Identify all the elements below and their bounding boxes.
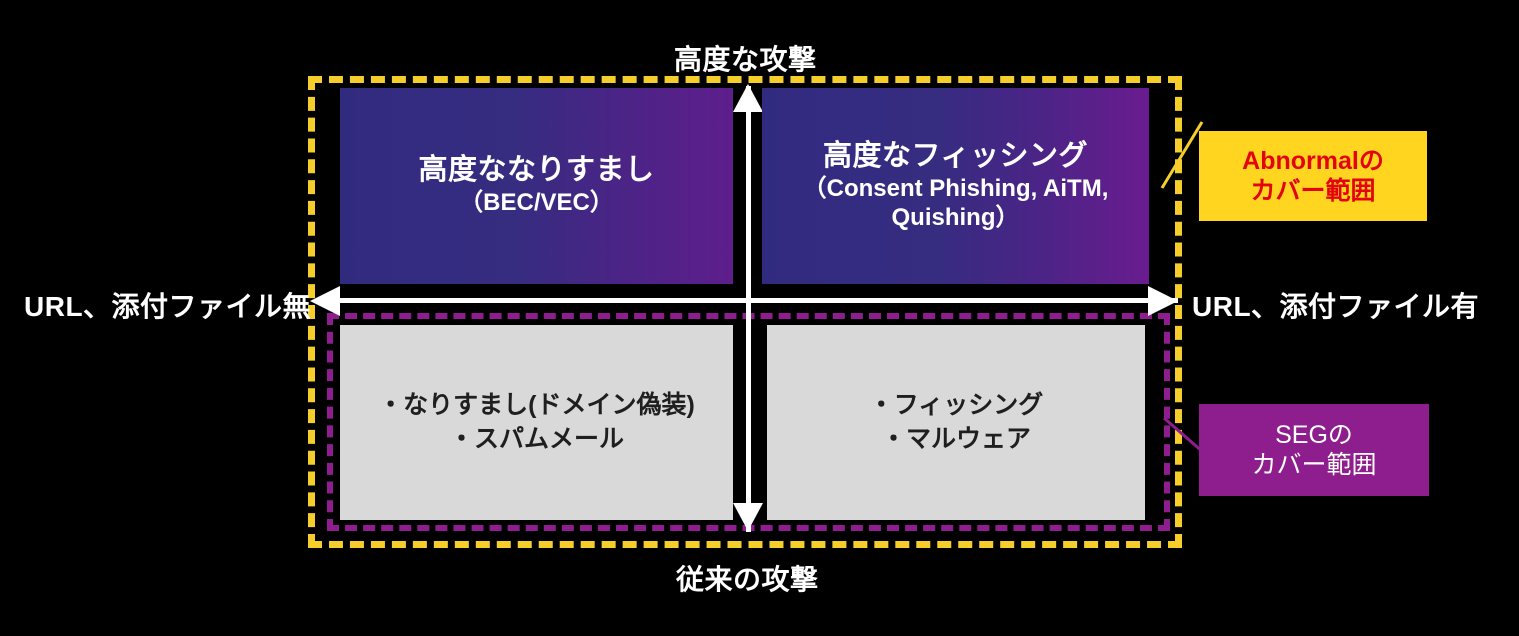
legend-abnormal-coverage: Abnormalの カバー範囲	[1199, 131, 1427, 221]
axis-label-bottom: 従来の攻撃	[676, 564, 819, 595]
axis-label-top: 高度な攻撃	[674, 44, 817, 75]
quadrant-bottom-left-line1: ・なりすまし(ドメイン偽装)	[378, 390, 695, 419]
legend-abnormal-line1: Abnormalの	[1242, 146, 1384, 175]
quadrant-top-right-title: 高度なフィッシング	[823, 139, 1088, 172]
quadrant-top-right: 高度なフィッシング （Consent Phishing, AiTM, Quish…	[762, 88, 1149, 284]
arrow-left-icon	[310, 286, 340, 316]
abnormal-leader-line	[1160, 121, 1204, 189]
quadrant-bottom-left: ・なりすまし(ドメイン偽装) ・スパムメール	[340, 325, 733, 520]
legend-seg-line1: SEGの	[1275, 420, 1353, 449]
quadrant-bottom-right-line2: ・マルウェア	[880, 424, 1031, 453]
quadrant-bottom-right: ・フィッシング ・マルウェア	[767, 325, 1145, 520]
legend-abnormal-line2: カバー範囲	[1250, 177, 1376, 205]
arrow-right-icon	[1148, 286, 1178, 316]
arrow-down-icon	[733, 503, 763, 531]
arrow-up-icon	[733, 84, 763, 112]
axis-label-right: URL、添付ファイル有	[1192, 291, 1480, 322]
quadrant-top-left-title: 高度ななりすまし	[418, 153, 655, 186]
quadrant-top-right-subtitle: （Consent Phishing, AiTM, Quishing）	[802, 174, 1109, 231]
quadrant-bottom-right-line1: ・フィッシング	[868, 390, 1044, 419]
axis-label-left: URL、添付ファイル無	[24, 291, 312, 322]
legend-seg-line2: カバー範囲	[1251, 451, 1377, 479]
quadrant-bottom-left-line2: ・スパムメール	[448, 424, 624, 453]
legend-seg-coverage: SEGの カバー範囲	[1199, 404, 1429, 496]
quadrant-top-left: 高度ななりすまし （BEC/VEC）	[340, 88, 733, 284]
seg-leader-line	[1163, 416, 1205, 455]
vertical-axis-line	[746, 86, 751, 532]
quadrant-top-left-subtitle: （BEC/VEC）	[459, 189, 614, 217]
